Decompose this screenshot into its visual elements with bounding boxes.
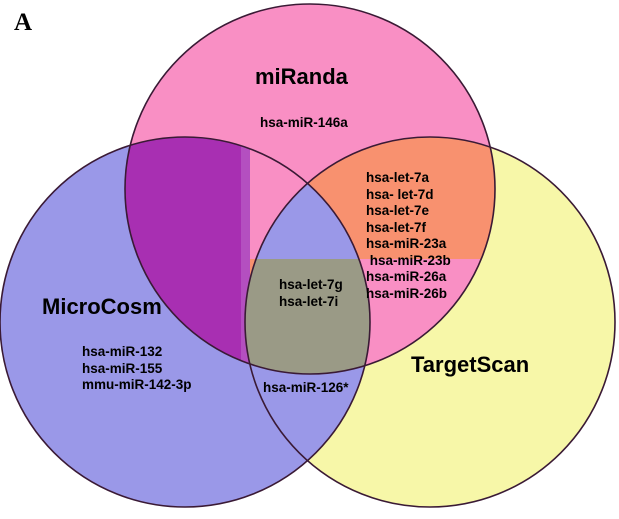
- panel-letter: A: [14, 9, 33, 36]
- region-members-microcosm-only: hsa-miR-132 hsa-miR-155 mmu-miR-142-3p: [82, 344, 192, 392]
- region-members-all-three: hsa-let-7a hsa- let-7d hsa-let-7e hsa-le…: [366, 170, 451, 301]
- region-members-miranda-only: hsa-miR-146a: [260, 115, 348, 130]
- set-title-miranda: miRanda: [255, 64, 348, 89]
- region-members-microcosm-targetscan: hsa-miR-126*: [263, 380, 349, 395]
- region-members-miranda-targetscan: hsa-let-7g hsa-let-7i: [279, 277, 343, 309]
- circle-microcosm-outline[interactable]: [0, 136, 371, 508]
- set-title-microcosm: MicroCosm: [42, 294, 162, 319]
- set-title-targetscan: TargetScan: [411, 352, 530, 377]
- venn-outlines: [0, 3, 616, 508]
- circle-targetscan-outline[interactable]: [244, 136, 616, 508]
- circle-miranda-outline[interactable]: [124, 3, 496, 375]
